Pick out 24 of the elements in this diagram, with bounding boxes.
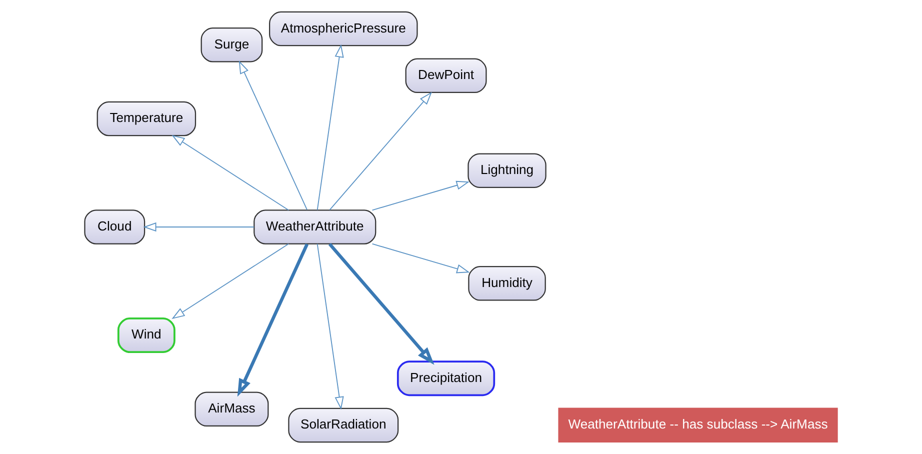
- node-box: Cloud: [84, 210, 146, 244]
- arrow: [372, 180, 470, 211]
- node-box: AtmosphericPressure: [269, 11, 418, 46]
- arrow: [329, 92, 432, 210]
- arrow: [316, 243, 344, 410]
- node-box: Wind: [117, 318, 176, 354]
- node-box: Surge: [200, 27, 263, 62]
- node-box: WeatherAttribute -- has subclass --> AirMass: [558, 408, 838, 442]
- arrow: [328, 243, 434, 365]
- node-box: SolarRadiation: [288, 408, 399, 443]
- arrow: [172, 243, 290, 320]
- node-box: Precipitation: [396, 360, 496, 396]
- arrow: [238, 60, 308, 210]
- arrow: [372, 243, 470, 274]
- node-box: WeatherAttribute: [254, 210, 376, 244]
- arrow: [172, 134, 290, 211]
- arrow: [316, 44, 344, 211]
- arrow: [143, 222, 254, 232]
- node-box: Temperature: [96, 101, 196, 136]
- node-box: Humidity: [468, 266, 546, 301]
- node-box: AirMass: [194, 392, 269, 427]
- node-box: Lightning: [468, 153, 546, 188]
- node-box: DewPoint: [405, 58, 487, 94]
- arrow: [237, 243, 309, 397]
